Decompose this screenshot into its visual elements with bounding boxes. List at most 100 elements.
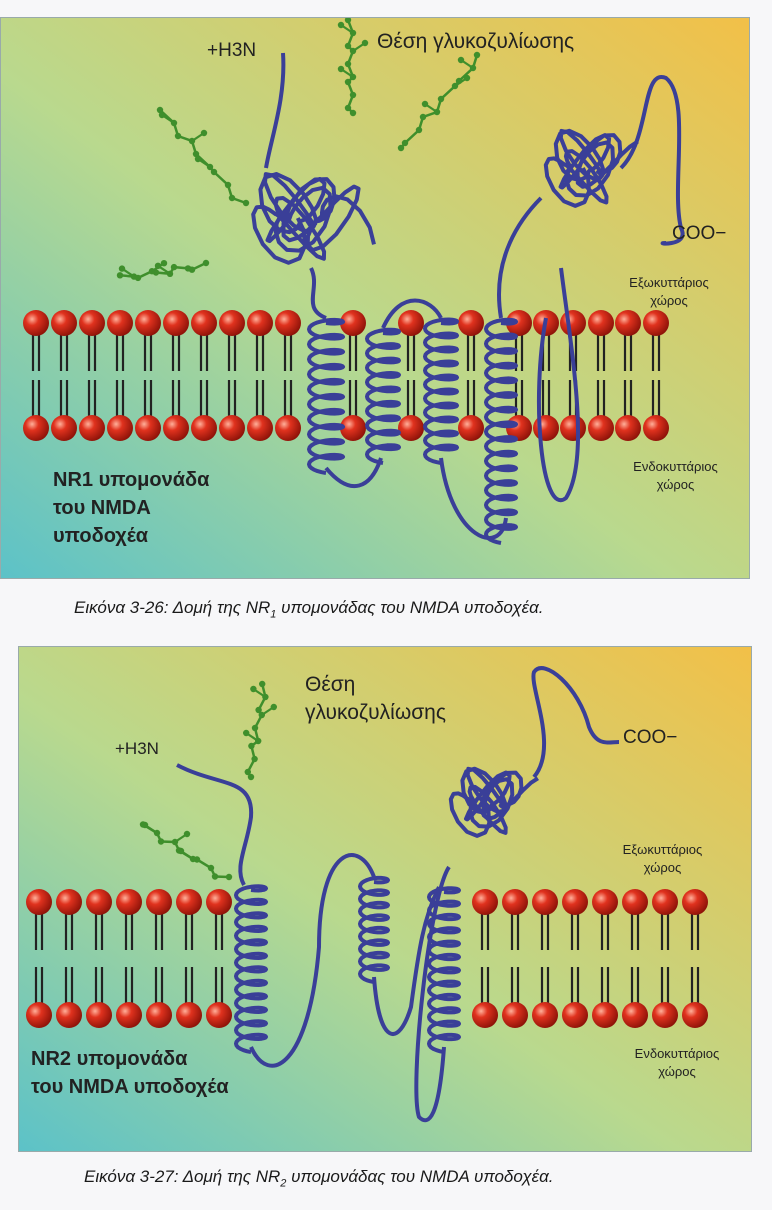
nr1-lipid-head: [533, 415, 559, 441]
nr1-background: [1, 18, 749, 578]
nr1-subunit-line2: του NMDA: [53, 497, 151, 519]
nr2-lipid-head: [116, 1002, 142, 1028]
nr1-glycan-residue: [194, 155, 202, 163]
nr1-glycan-residue: [174, 132, 182, 140]
nr2-lipid-head: [206, 1002, 232, 1028]
caption1-text-end: υπομονάδας του NMDA υποδοχέα.: [276, 598, 544, 617]
nr2-protein-chain: [176, 666, 620, 1123]
nr1-lipid-head: [340, 310, 366, 336]
nr1-subunit-line3: υποδοχέα: [53, 525, 149, 547]
nr2-lipid-head: [622, 889, 648, 915]
nr1-m1-helix: [307, 317, 345, 475]
nr1-glycan-residue: [473, 51, 481, 59]
nr2-glycan-residue: [175, 847, 183, 854]
nr1-lipid-head: [615, 415, 641, 441]
nr1-glycan-residue: [210, 168, 218, 176]
nr1-lipid-head: [79, 310, 105, 336]
nr1-glycan-residue: [463, 74, 471, 82]
nr1-lipid-head: [135, 310, 161, 336]
nr1-c-terminal-segment: [619, 75, 685, 246]
nr1-lipid-head: [23, 310, 49, 336]
nr2-lipid-head: [652, 889, 678, 915]
nr2-glycan-residue: [207, 864, 215, 872]
nr1-glycan-residue: [419, 113, 427, 121]
nr1-lipid-head: [163, 310, 189, 336]
nr2-glycan-residue: [259, 680, 266, 688]
nr1-lipid-head: [79, 415, 105, 441]
caption2-subscript: 2: [280, 1177, 287, 1190]
nr2-m3-helix: [427, 886, 461, 1054]
nr1-lipid-head: [588, 310, 614, 336]
nr2-m1-helix: [234, 884, 268, 1054]
nr1-glycan-residue: [437, 95, 445, 103]
nr1-lipid-head: [506, 310, 532, 336]
nr1-intracellular-label: Ενδοκυττάριος χώρος: [613, 458, 738, 494]
nr1-intracellular-line1: Ενδοκυττάριος: [633, 459, 718, 474]
nr1-glycan-residue: [344, 78, 352, 86]
nr2-lipid-head: [26, 889, 52, 915]
nr2-glycan-residue: [225, 873, 233, 881]
nr2-lipid-head: [652, 1002, 678, 1028]
caption1-subscript: 1: [270, 608, 277, 621]
caption1-text: Εικόνα 3-26: Δομή της NR: [74, 598, 271, 617]
nr1-lipid-head: [275, 415, 301, 441]
nr2-lipid-head: [86, 1002, 112, 1028]
nr1-lipid-head: [107, 415, 133, 441]
nr2-glycan-residue: [139, 821, 147, 828]
nr2-glycans: [139, 680, 277, 881]
nr1-c-terminus-label: COO−: [672, 223, 727, 244]
nr2-glycan-chain: [246, 683, 267, 778]
nr2-lipid-head: [56, 1002, 82, 1028]
nr2-lipid-head: [206, 889, 232, 915]
nr2-glycan-residue: [270, 703, 277, 711]
nr1-glycan-residue: [200, 129, 208, 137]
figure-nr1-panel: +H3N Θέση γλυκοζυλίωσης COO− Εξωκυττάριο…: [0, 17, 750, 579]
nr1-n-terminal-segment: [264, 52, 286, 169]
nr2-glycan-residue: [248, 742, 255, 750]
nr1-extracellular-line2: χώρος: [650, 293, 688, 308]
nr1-glycan-residue: [401, 139, 409, 147]
nr1-m3-helix: [423, 317, 459, 465]
nr1-lipid-head: [588, 415, 614, 441]
nr1-lipid-head: [219, 415, 245, 441]
nr1-lipid-head: [458, 415, 484, 441]
nr2-c-terminus-label: COO−: [623, 727, 678, 748]
nr1-glycan-residue: [337, 21, 345, 29]
nr1-glycosylation-label: Θέση γλυκοζυλίωσης: [377, 30, 575, 53]
nr1-lipid-head: [247, 310, 273, 336]
nr2-extracellular-line2: χώρος: [643, 860, 682, 875]
nr2-lipid-head: [502, 889, 528, 915]
nr2-c-terminal-segment: [531, 666, 620, 779]
nr1-m1-m2-loop: [324, 457, 383, 489]
nr2-m1-m2-loop: [249, 853, 376, 1068]
nr1-extracellular-domain: [251, 172, 376, 265]
caption2-text-end: υπομονάδας του NMDA υποδοχέα.: [286, 1167, 554, 1186]
nr1-glycan-residue: [361, 39, 369, 47]
nr2-extracellular-domain: [448, 766, 539, 838]
nr2-glycan-residue: [211, 873, 219, 880]
nr1-lipid-head: [398, 415, 424, 441]
nr1-glycan-residue: [116, 272, 124, 279]
nr1-lipid-head: [398, 310, 424, 336]
nr2-subunit-label: NR2 υπομονάδα του NMDA υποδοχέα: [31, 1045, 229, 1101]
nr2-c-tail: [414, 865, 451, 1123]
nr2-lipid-head: [532, 1002, 558, 1028]
nr1-lipid-head: [615, 310, 641, 336]
nr2-lipid-head: [26, 1002, 52, 1028]
nr2-lipid-head: [562, 1002, 588, 1028]
nr1-m2-m3-loop: [381, 298, 443, 329]
nr2-lipid-head: [562, 889, 588, 915]
nr2-glycan-residue: [250, 685, 257, 693]
nr1-glycan-residue: [160, 260, 168, 267]
nr1-glycan-residue: [349, 91, 357, 99]
nr1-m2-segment: [365, 327, 401, 465]
nr1-glycan-residue: [184, 265, 192, 272]
nr1-lipid-head: [135, 415, 161, 441]
nr2-glycosylation-label: Θέση γλυκοζυλίωσης: [305, 671, 446, 727]
nr2-extracellular-line1: Εξωκυττάριος: [622, 842, 703, 857]
nr1-glycan-residue: [457, 56, 465, 64]
nr1-lipid-head: [560, 310, 586, 336]
nr1-glycan-chain: [159, 109, 247, 205]
nr1-lipid-head: [23, 415, 49, 441]
nr1-linker: [309, 267, 327, 320]
